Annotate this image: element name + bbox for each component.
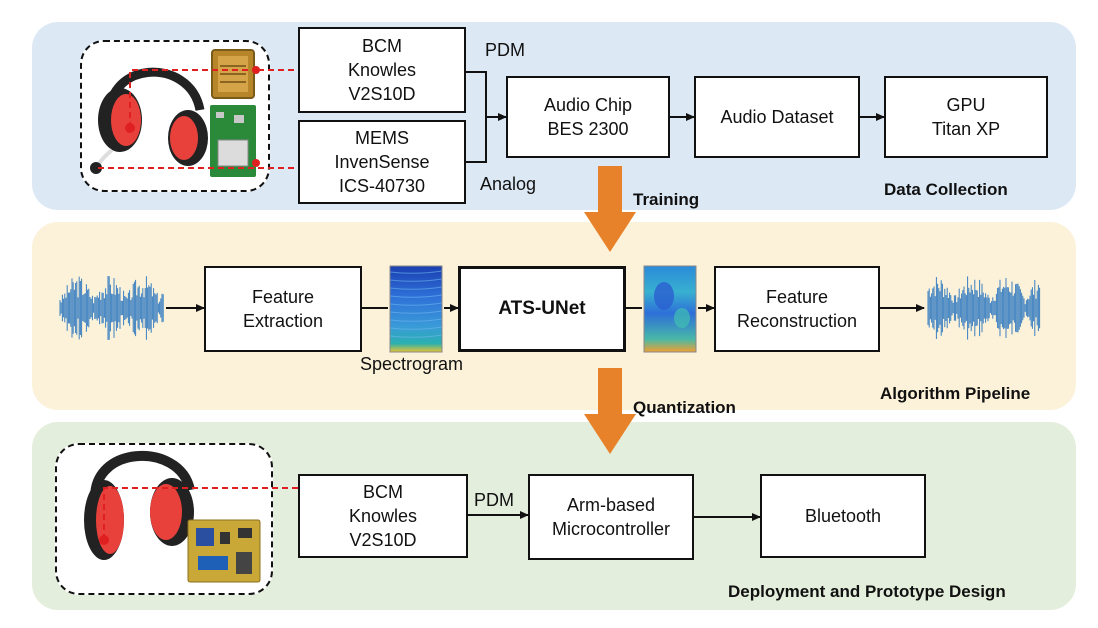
feature-extraction-box: Feature Extraction [204, 266, 362, 352]
deploy-pdm-label: PDM [474, 490, 514, 510]
bluetooth-box: Bluetooth [760, 474, 926, 558]
spectrogram-icon [643, 265, 697, 353]
ats-unet-box: ATS-UNet [458, 266, 626, 352]
pdm-label: PDM [485, 40, 525, 60]
microcontroller-box: Arm-based Microcontroller [528, 474, 694, 560]
algorithm-pipeline-title: Algorithm Pipeline [880, 384, 1031, 403]
prototype-board-icon [187, 519, 261, 583]
mems-board-icon [210, 105, 256, 177]
feature-reconstruction-box: Feature Reconstruction [714, 266, 880, 352]
gpu-box: GPU Titan XP [884, 76, 1048, 158]
quantization-arrow-icon [584, 368, 636, 454]
deployment-title: Deployment and Prototype Design [728, 582, 1006, 601]
analog-label: Analog [480, 174, 537, 194]
training-arrow-icon [584, 166, 636, 252]
bcm-sensor-box: BCM Knowles V2S10D [298, 27, 466, 113]
mems-sensor-box: MEMS InvenSense ICS-40730 [298, 120, 466, 204]
headphone-icon [84, 450, 195, 560]
headphone-icon [90, 67, 208, 174]
deploy-bcm-sensor-box: BCM Knowles V2S10D [298, 474, 468, 558]
data-collection-title: Data Collection [884, 180, 1008, 199]
quantization-label: Quantization [633, 398, 736, 417]
waveform-icon [59, 276, 164, 340]
bcm-chip-icon [211, 49, 255, 99]
training-label: Training [633, 190, 700, 209]
waveform-icon [927, 276, 1041, 340]
audio-dataset-box: Audio Dataset [694, 76, 860, 158]
spectrogram-label: Spectrogram [360, 354, 464, 374]
spectrogram-icon [389, 265, 443, 353]
audio-chip-box: Audio Chip BES 2300 [506, 76, 670, 158]
